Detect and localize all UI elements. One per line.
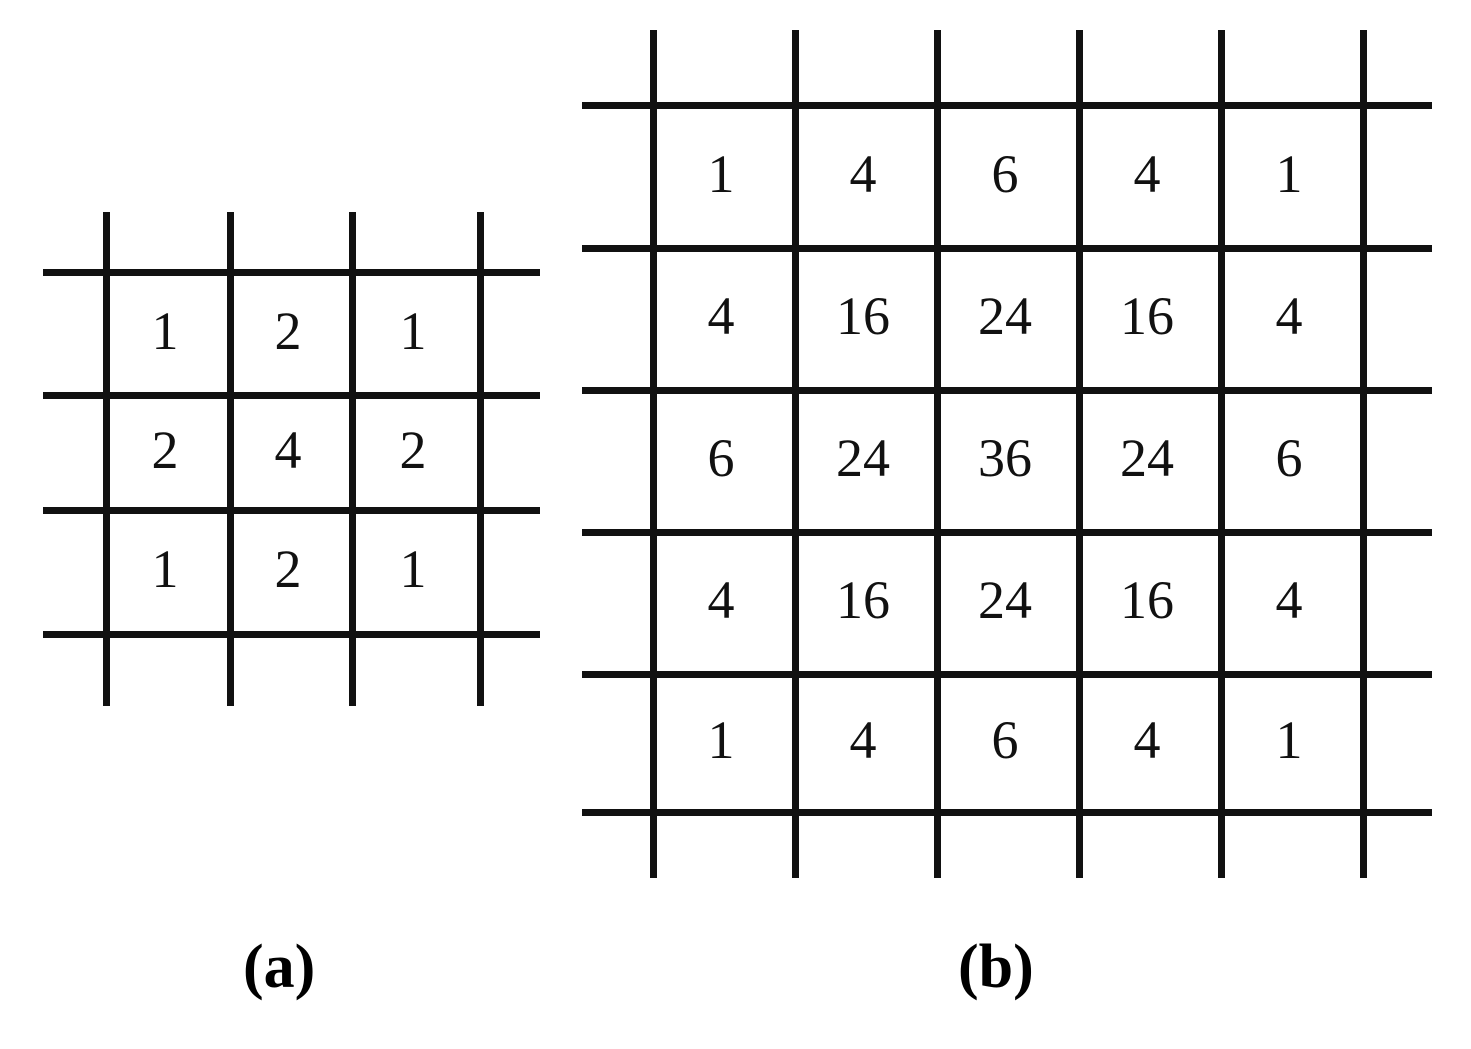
panel-caption-a: (a) <box>243 933 316 1001</box>
grid-a-cell-1-1: 4 <box>274 419 302 480</box>
grid-b-cell-4-1: 4 <box>849 710 877 770</box>
grid-a-vline-2 <box>349 212 356 706</box>
grid-b-vline-3 <box>1076 30 1083 878</box>
grid-b-cell-1-2: 24 <box>978 286 1032 346</box>
grid-b-cell-0-3: 4 <box>1133 143 1161 204</box>
grid-a-cell-0-1: 2 <box>274 300 302 361</box>
grid-b-cell-3-4: 4 <box>1275 570 1303 630</box>
grid-b-cell-2-2: 36 <box>978 428 1032 488</box>
grid-b-cell-1-0: 4 <box>707 286 735 346</box>
grid-b-cell-4-0: 1 <box>707 710 735 770</box>
grid-b-vline-0 <box>650 30 657 878</box>
grid-b-vline-5 <box>1360 30 1367 878</box>
grid-b-hline-4 <box>582 671 1432 678</box>
grid-a-hline-0 <box>43 269 540 276</box>
grid-b-cell-0-1: 4 <box>849 143 877 204</box>
grid-b-vline-4 <box>1218 30 1225 878</box>
grid-a-cell-1-2: 2 <box>399 419 427 480</box>
grid-b-cell-2-1: 24 <box>836 428 890 488</box>
grid-b-cell-3-0: 4 <box>707 570 735 630</box>
grid-a-cell-0-0: 1 <box>151 300 179 361</box>
grid-a-cell-2-2: 1 <box>399 539 427 599</box>
grid-a-hline-2 <box>43 507 540 514</box>
grid-a-cell-2-1: 2 <box>274 539 302 599</box>
grid-b-hline-2 <box>582 387 1432 394</box>
grid-b-cell-2-3: 24 <box>1120 428 1174 488</box>
grid-b-vline-2 <box>934 30 941 878</box>
grid-a-cell-2-0: 1 <box>151 539 179 599</box>
grid-b-cell-0-0: 1 <box>707 143 735 204</box>
grid-b-cell-2-0: 6 <box>707 428 735 488</box>
grid-b-hline-3 <box>582 529 1432 536</box>
grid-b-hline-1 <box>582 245 1432 252</box>
grid-b-cell-4-2: 6 <box>991 710 1019 770</box>
grid-b-cell-2-4: 6 <box>1275 428 1303 488</box>
grid-b-vline-1 <box>792 30 799 878</box>
grid-a-vline-1 <box>227 212 234 706</box>
grid-b-cell-4-3: 4 <box>1133 710 1161 770</box>
grid-b-cell-1-4: 4 <box>1275 286 1303 346</box>
grid-a-cell-1-0: 2 <box>151 419 179 480</box>
grid-a-cell-0-2: 1 <box>399 300 427 361</box>
grid-b-cell-1-3: 16 <box>1120 286 1174 346</box>
grid-b-cell-0-2: 6 <box>991 143 1019 204</box>
grid-b-cell-1-1: 16 <box>836 286 890 346</box>
grid-b-hline-0 <box>582 102 1432 109</box>
grid-a-hline-1 <box>43 392 540 399</box>
grid-b-cell-3-3: 16 <box>1120 570 1174 630</box>
grid-b-cell-4-4: 1 <box>1275 710 1303 770</box>
grid-b-cell-3-1: 16 <box>836 570 890 630</box>
grid-b-hline-5 <box>582 809 1432 816</box>
grid-a-vline-3 <box>477 212 484 706</box>
grid-b-cell-3-2: 24 <box>978 570 1032 630</box>
grid-a-hline-3 <box>43 631 540 638</box>
panel-caption-b: (b) <box>958 933 1034 1001</box>
grid-b-cell-0-4: 1 <box>1275 143 1303 204</box>
grid-a-vline-0 <box>103 212 110 706</box>
